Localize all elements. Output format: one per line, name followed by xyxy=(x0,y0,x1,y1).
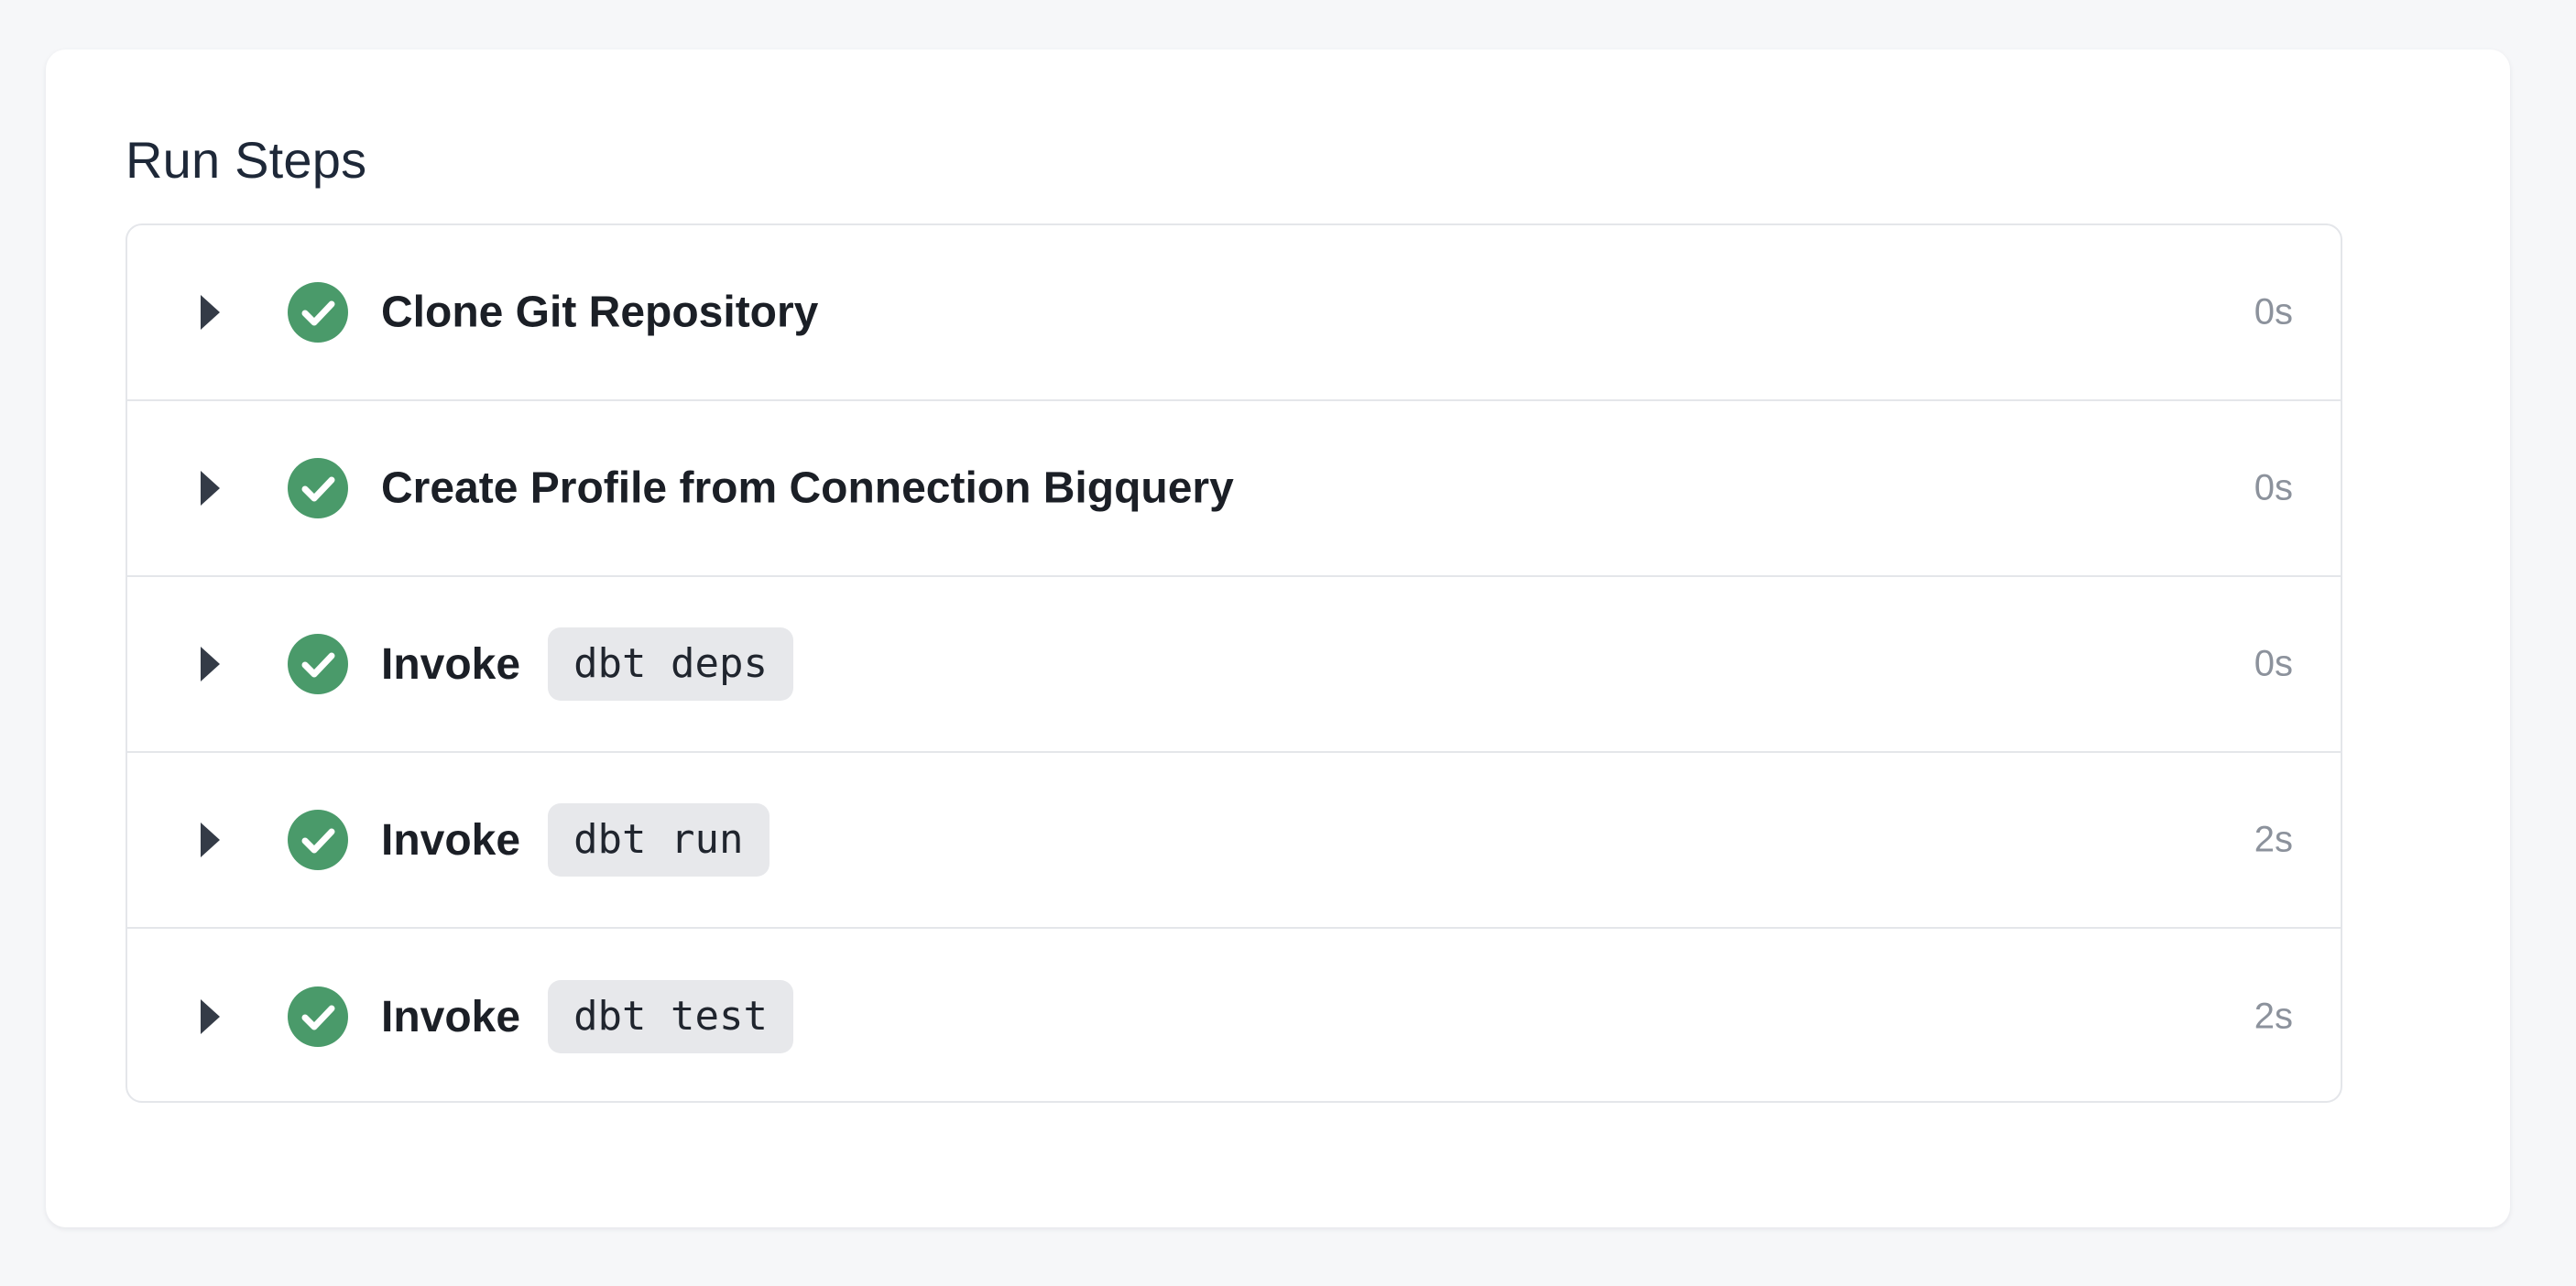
chevron-right-icon[interactable] xyxy=(201,823,220,857)
step-row-create-profile[interactable]: Create Profile from Connection Bigquery … xyxy=(127,401,2341,577)
step-label: Create Profile from Connection Bigquery xyxy=(381,463,1234,514)
step-command: dbt run xyxy=(548,803,770,877)
step-label: Invoke dbt deps xyxy=(381,627,793,701)
chevron-right-icon[interactable] xyxy=(201,647,220,681)
step-title: Invoke xyxy=(381,815,521,865)
check-circle-icon xyxy=(288,282,348,343)
check-circle-icon xyxy=(288,458,348,518)
step-command: dbt deps xyxy=(548,627,793,701)
step-row-dbt-test[interactable]: Invoke dbt test 2s xyxy=(127,929,2341,1101)
chevron-right-icon[interactable] xyxy=(201,471,220,506)
panel-title: Run Steps xyxy=(126,131,367,189)
run-steps-list: Clone Git Repository 0s Create Profile f… xyxy=(126,223,2342,1103)
step-title: Invoke xyxy=(381,992,521,1041)
step-duration: 0s xyxy=(2254,643,2293,684)
step-command: dbt test xyxy=(548,980,793,1053)
step-row-dbt-run[interactable]: Invoke dbt run 2s xyxy=(127,753,2341,929)
check-circle-icon xyxy=(288,634,348,694)
step-row-dbt-deps[interactable]: Invoke dbt deps 0s xyxy=(127,577,2341,753)
step-title: Clone Git Repository xyxy=(381,288,819,337)
step-label: Invoke dbt run xyxy=(381,803,770,877)
check-circle-icon xyxy=(288,810,348,870)
step-title: Create Profile from Connection Bigquery xyxy=(381,463,1234,513)
step-title: Invoke xyxy=(381,639,521,689)
chevron-right-icon[interactable] xyxy=(201,999,220,1034)
step-duration: 0s xyxy=(2254,291,2293,332)
step-row-clone-git-repository[interactable]: Clone Git Repository 0s xyxy=(127,225,2341,401)
step-duration: 2s xyxy=(2254,996,2293,1037)
check-circle-icon xyxy=(288,986,348,1047)
chevron-right-icon[interactable] xyxy=(201,295,220,330)
step-label: Clone Git Repository xyxy=(381,288,818,338)
step-label: Invoke dbt test xyxy=(381,980,793,1053)
step-duration: 0s xyxy=(2254,467,2293,508)
step-duration: 2s xyxy=(2254,819,2293,860)
